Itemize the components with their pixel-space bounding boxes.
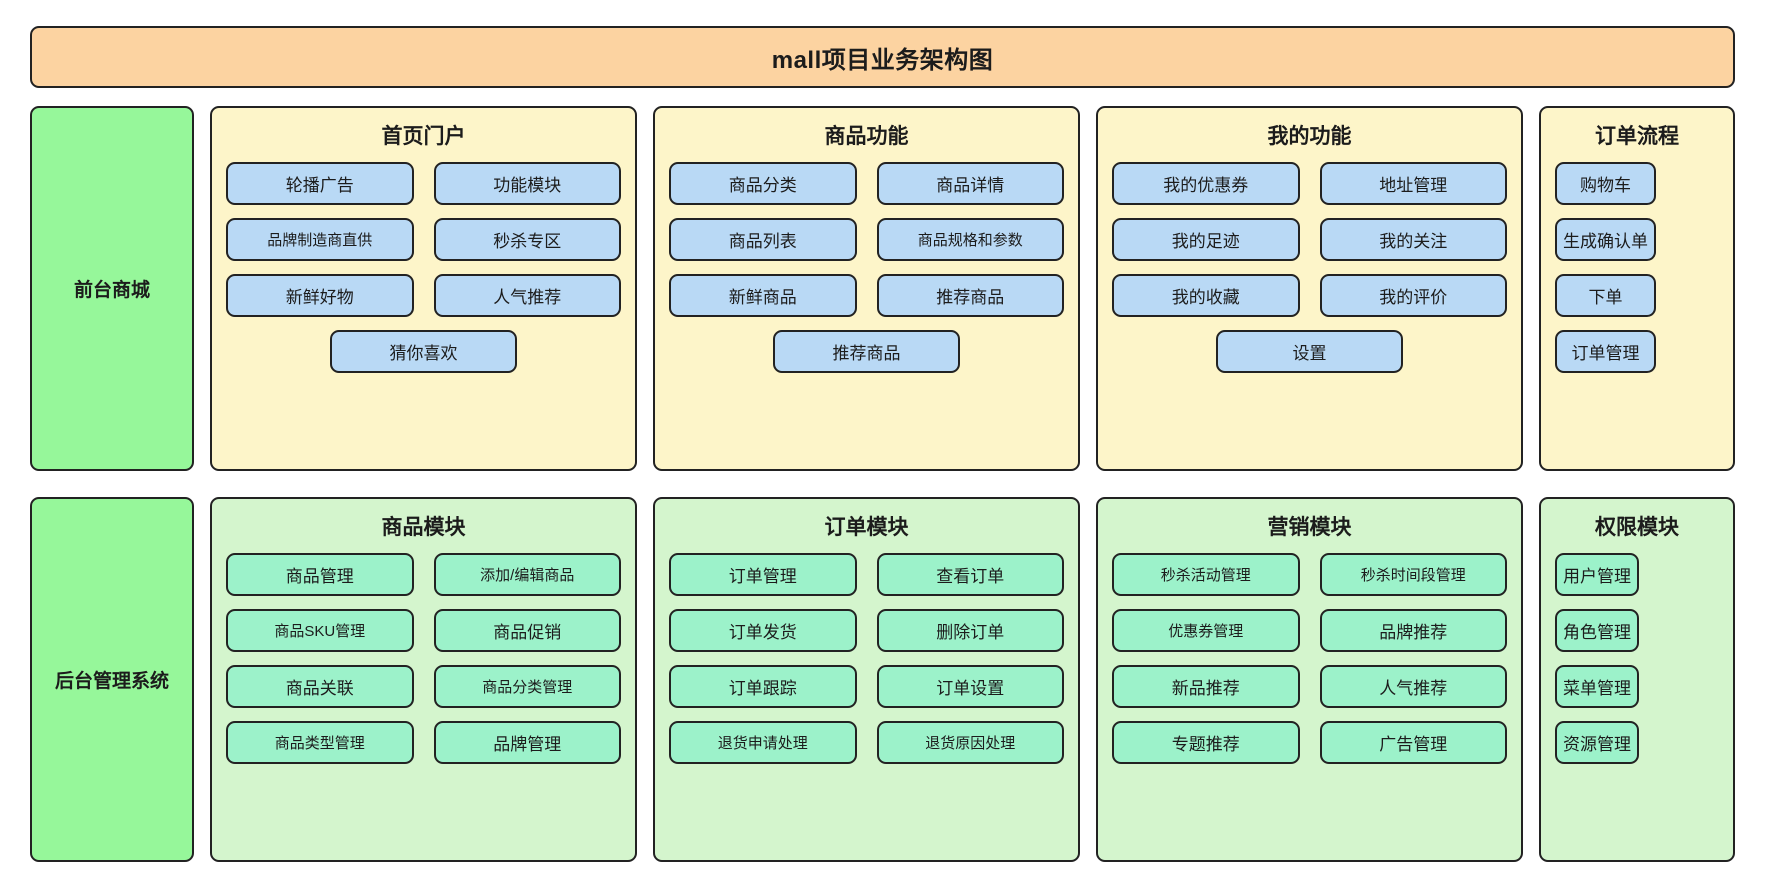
feature-item[interactable]: 我的评价 [1319, 274, 1507, 317]
feature-item[interactable]: 功能模块 [433, 162, 621, 205]
feature-item[interactable]: 人气推荐 [433, 274, 621, 317]
feature-item[interactable]: 猜你喜欢 [329, 330, 518, 373]
feature-item[interactable]: 新品推荐 [1112, 665, 1300, 708]
feature-item[interactable]: 专题推荐 [1112, 721, 1300, 764]
group-panel-my-features: 我的功能 我的优惠券 地址管理 我的足迹 我的关注 我的收藏 我的评价 设置 [1096, 106, 1523, 471]
group-title: 权限模块 [1595, 516, 1679, 539]
feature-item[interactable]: 订单跟踪 [669, 665, 857, 708]
feature-item[interactable]: 退货原因处理 [876, 721, 1064, 764]
feature-item[interactable]: 我的足迹 [1112, 218, 1300, 261]
group-panel-order-flow: 订单流程 购物车 生成确认单 下单 订单管理 [1539, 106, 1735, 471]
feature-item[interactable]: 设置 [1215, 330, 1404, 373]
page-title: mall项目业务架构图 [771, 46, 994, 74]
feature-item[interactable]: 商品分类管理 [433, 665, 621, 708]
feature-item[interactable]: 订单设置 [876, 665, 1064, 708]
group-panel-order-module: 订单模块 订单管理 查看订单 订单发货 删除订单 订单跟踪 订单设置 退货申请处… [653, 497, 1080, 862]
feature-item[interactable]: 下单 [1555, 274, 1656, 317]
group-panel-marketing-module: 营销模块 秒杀活动管理 秒杀时间段管理 优惠券管理 品牌推荐 新品推荐 人气推荐… [1096, 497, 1523, 862]
feature-item[interactable]: 地址管理 [1319, 162, 1507, 205]
feature-item[interactable]: 商品规格和参数 [876, 218, 1064, 261]
feature-item[interactable]: 订单管理 [1555, 330, 1656, 373]
feature-item[interactable]: 商品列表 [669, 218, 857, 261]
feature-item[interactable]: 生成确认单 [1555, 218, 1656, 261]
group-title: 营销模块 [1267, 516, 1352, 539]
feature-item[interactable]: 品牌管理 [433, 721, 621, 764]
feature-item[interactable]: 商品管理 [226, 553, 414, 596]
feature-item[interactable]: 轮播广告 [226, 162, 414, 205]
diagram-header-banner: mall项目业务架构图 [30, 26, 1735, 88]
tier-label-text: 后台管理系统 [54, 671, 169, 692]
group-title: 订单模块 [824, 516, 909, 539]
feature-item[interactable]: 删除订单 [876, 609, 1064, 652]
feature-item[interactable]: 商品类型管理 [226, 721, 414, 764]
group-panel-permission-module: 权限模块 用户管理 角色管理 菜单管理 资源管理 [1539, 497, 1735, 862]
group-panel-product-features: 商品功能 商品分类 商品详情 商品列表 商品规格和参数 新鲜商品 推荐商品 推荐… [653, 106, 1080, 471]
feature-item[interactable]: 订单管理 [669, 553, 857, 596]
feature-item[interactable]: 推荐商品 [772, 330, 961, 373]
tier-label-backend: 后台管理系统 [30, 497, 194, 862]
feature-item[interactable]: 优惠券管理 [1112, 609, 1300, 652]
group-title: 我的功能 [1267, 125, 1352, 148]
feature-item[interactable]: 秒杀专区 [433, 218, 621, 261]
feature-item[interactable]: 商品促销 [433, 609, 621, 652]
feature-item[interactable]: 秒杀活动管理 [1112, 553, 1300, 596]
feature-item[interactable]: 商品详情 [876, 162, 1064, 205]
feature-item[interactable]: 资源管理 [1555, 721, 1639, 764]
tier-label-text: 前台商城 [73, 280, 150, 301]
group-title: 首页门户 [381, 125, 466, 148]
feature-item[interactable]: 用户管理 [1555, 553, 1639, 596]
feature-item[interactable]: 商品关联 [226, 665, 414, 708]
feature-item[interactable]: 品牌推荐 [1319, 609, 1507, 652]
feature-item[interactable]: 商品分类 [669, 162, 857, 205]
group-panel-product-module: 商品模块 商品管理 添加/编辑商品 商品SKU管理 商品促销 商品关联 商品分类… [210, 497, 637, 862]
feature-item[interactable]: 新鲜好物 [226, 274, 414, 317]
feature-item[interactable]: 我的收藏 [1112, 274, 1300, 317]
feature-item[interactable]: 新鲜商品 [669, 274, 857, 317]
feature-item[interactable]: 购物车 [1555, 162, 1656, 205]
tier-label-frontend: 前台商城 [30, 106, 194, 471]
group-title: 订单流程 [1595, 125, 1679, 148]
group-title: 商品功能 [824, 125, 909, 148]
feature-item[interactable]: 我的关注 [1319, 218, 1507, 261]
feature-item[interactable]: 推荐商品 [876, 274, 1064, 317]
tier-row-backend: 后台管理系统 商品模块 商品管理 添加/编辑商品 商品SKU管理 商品促销 商品… [30, 497, 1735, 862]
group-panel-homepage-portal: 首页门户 轮播广告 功能模块 品牌制造商直供 秒杀专区 新鲜好物 人气推荐 猜你… [210, 106, 637, 471]
feature-item[interactable]: 我的优惠券 [1112, 162, 1300, 205]
feature-item[interactable]: 菜单管理 [1555, 665, 1639, 708]
tier-row-frontend: 前台商城 首页门户 轮播广告 功能模块 品牌制造商直供 秒杀专区 新鲜好物 人气… [30, 106, 1735, 471]
feature-item[interactable]: 商品SKU管理 [226, 609, 414, 652]
feature-item[interactable]: 添加/编辑商品 [433, 553, 621, 596]
feature-item[interactable]: 退货申请处理 [669, 721, 857, 764]
feature-item[interactable]: 广告管理 [1319, 721, 1507, 764]
feature-item[interactable]: 人气推荐 [1319, 665, 1507, 708]
feature-item[interactable]: 秒杀时间段管理 [1319, 553, 1507, 596]
feature-item[interactable]: 查看订单 [876, 553, 1064, 596]
feature-item[interactable]: 角色管理 [1555, 609, 1639, 652]
group-title: 商品模块 [381, 516, 466, 539]
feature-item[interactable]: 品牌制造商直供 [226, 218, 414, 261]
feature-item[interactable]: 订单发货 [669, 609, 857, 652]
